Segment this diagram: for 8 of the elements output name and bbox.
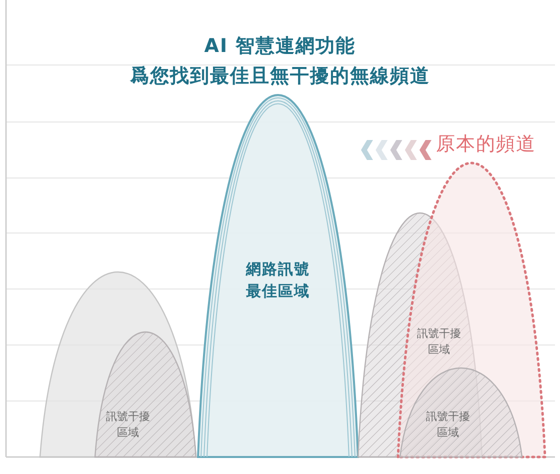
subtitle: 爲您找到最佳且無干擾的無線頻道	[128, 64, 431, 89]
channel-label: 原本的頻道	[436, 132, 536, 157]
region-label: 訊號干擾區域	[416, 326, 462, 358]
chevron-arrow	[361, 140, 432, 160]
region-label: 訊號干擾區域	[425, 409, 471, 441]
region-label: 網路訊號最佳區域	[244, 258, 311, 302]
region-label: 訊號干擾區域	[105, 409, 151, 441]
title: AI 智慧連網功能	[203, 34, 357, 59]
